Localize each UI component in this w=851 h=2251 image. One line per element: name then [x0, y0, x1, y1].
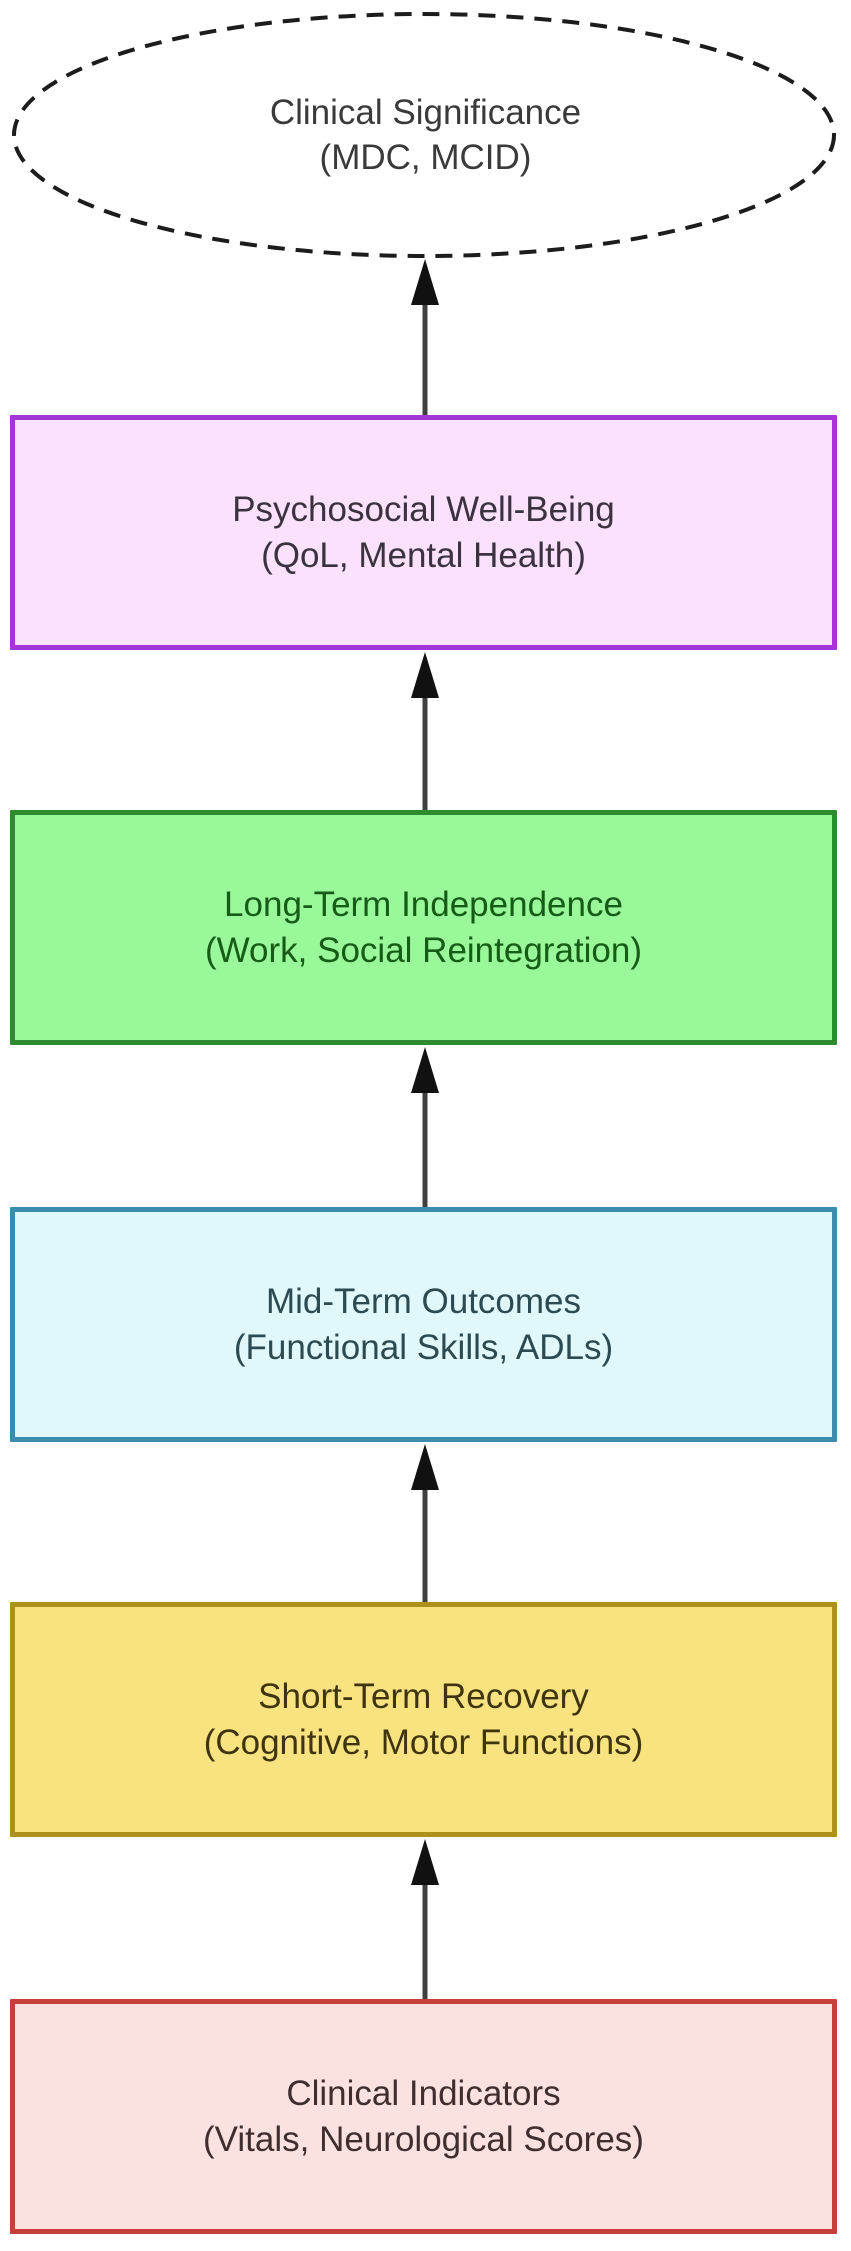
node-subtitle: (MDC, MCID) — [319, 138, 532, 177]
node-title: Long-Term Independence — [224, 885, 623, 924]
node-subtitle: (Cognitive, Motor Functions) — [203, 1722, 644, 1762]
node-clinical-indicators: Clinical Indicators (Vitals, Neurologica… — [10, 1999, 837, 2234]
arrow-up-icon — [411, 259, 439, 415]
node-title: Short-Term Recovery — [258, 1677, 589, 1716]
node-psychosocial-wellbeing: Psychosocial Well-Being (QoL, Mental Hea… — [10, 415, 837, 650]
dashed-ellipse-outline — [12, 12, 836, 258]
node-short-term-recovery: Short-Term Recovery (Cognitive, Motor Fu… — [10, 1602, 837, 1837]
clinical-significance-ellipse — [12, 12, 836, 258]
node-mid-term-outcomes: Mid-Term Outcomes (Functional Skills, AD… — [10, 1207, 837, 1442]
arrow-up-icon — [411, 1839, 439, 1999]
node-subtitle: (Work, Social Reintegration) — [204, 930, 643, 970]
node-long-term-independence: Long-Term Independence (Work, Social Rei… — [10, 810, 837, 1045]
arrow-up-icon — [411, 652, 439, 810]
node-title: Clinical Indicators — [286, 2074, 561, 2113]
node-title: Clinical Significance — [269, 92, 582, 132]
node-title: Psychosocial Well-Being — [232, 490, 615, 529]
arrow-up-icon — [411, 1047, 439, 1207]
node-subtitle: (Vitals, Neurological Scores) — [203, 2119, 644, 2159]
node-title: Mid-Term Outcomes — [265, 1282, 582, 1321]
node-subtitle: (QoL, Mental Health) — [261, 535, 586, 575]
arrow-up-icon — [411, 1444, 439, 1602]
node-subtitle: (Functional Skills, ADLs) — [233, 1327, 614, 1367]
node-clinical-significance: Clinical Significance (MDC, MCID) — [0, 13, 851, 257]
